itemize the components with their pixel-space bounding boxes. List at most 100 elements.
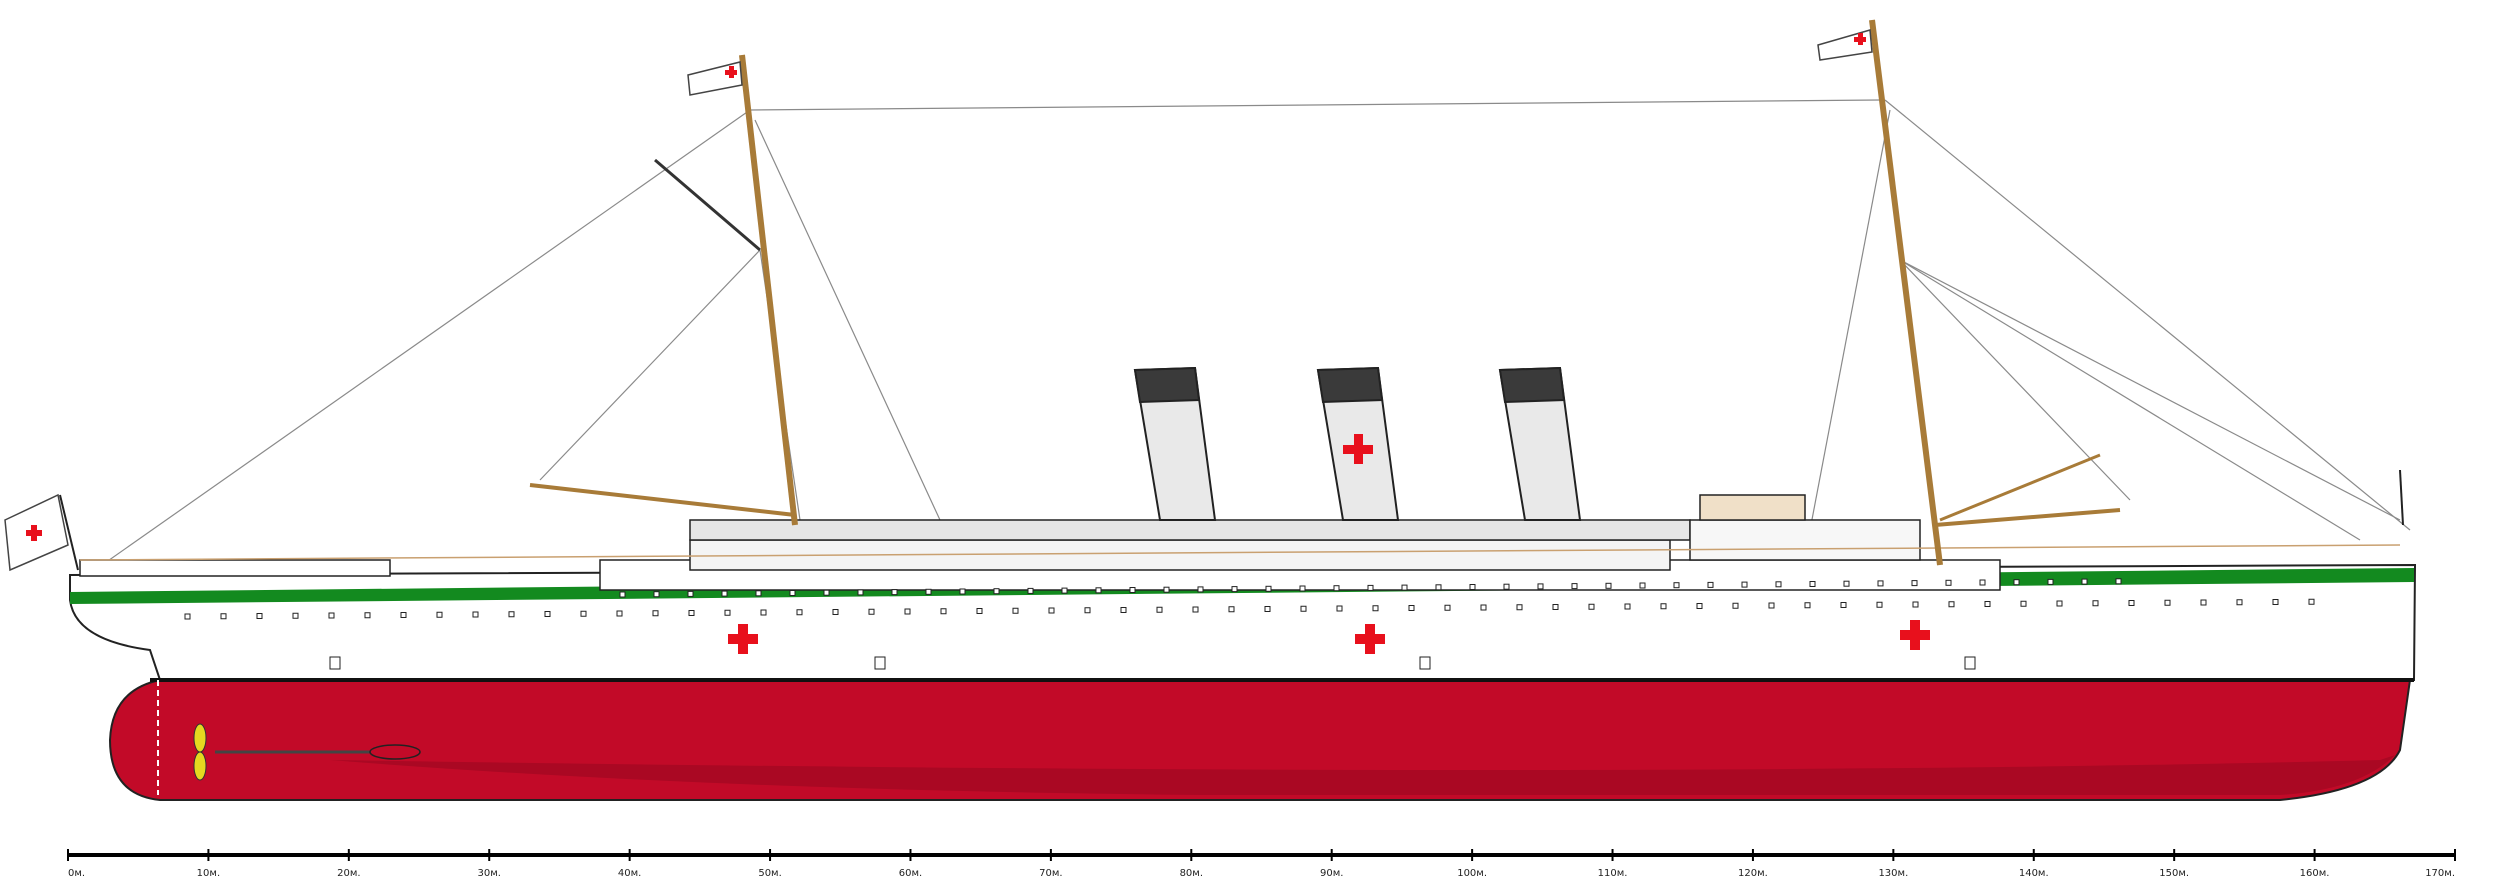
porthole <box>796 609 803 616</box>
red-crosses <box>728 434 1930 654</box>
porthole <box>1768 602 1775 609</box>
rigging-lines <box>94 99 2411 571</box>
hull-door <box>329 656 341 670</box>
porthole <box>1877 580 1884 587</box>
superstructure <box>79 494 2401 591</box>
scale-label: 90м. <box>1320 868 1343 879</box>
porthole <box>760 609 767 616</box>
porthole <box>1061 587 1068 594</box>
scale-label: 130м. <box>1878 868 1908 879</box>
porthole <box>328 612 335 619</box>
hull-door <box>874 656 886 670</box>
porthole <box>1129 587 1136 593</box>
porthole <box>1333 585 1340 592</box>
hull-lower-red <box>108 679 2412 801</box>
porthole <box>1804 602 1811 609</box>
porthole <box>2056 600 2063 607</box>
porthole <box>2308 598 2315 605</box>
stern-staff <box>59 494 79 571</box>
porthole <box>436 611 443 618</box>
porthole <box>891 589 898 596</box>
porthole <box>1984 601 1991 607</box>
fore-flag <box>687 61 743 96</box>
portholes <box>184 578 2315 670</box>
scale-ticks: 0м.10м.20м.30м.40м.50м.60м.70м.80м.90м.1… <box>67 849 2456 879</box>
scale-label: 30м. <box>478 868 501 879</box>
porthole <box>1265 585 1272 592</box>
porthole <box>1372 605 1379 612</box>
porthole <box>1707 581 1714 588</box>
porthole <box>1231 586 1238 593</box>
fore-boom <box>529 483 796 517</box>
funnel-3 <box>1498 366 1582 521</box>
main-boom <box>1934 508 2121 527</box>
stern-flag <box>4 493 69 572</box>
flags <box>4 29 1873 572</box>
porthole <box>1876 601 1883 608</box>
porthole <box>1480 604 1487 611</box>
porthole <box>1503 583 1510 590</box>
porthole <box>832 609 839 615</box>
porthole <box>619 591 626 598</box>
porthole <box>2200 599 2207 606</box>
porthole <box>1673 582 1680 589</box>
porthole <box>721 590 728 597</box>
porthole <box>1741 581 1748 588</box>
scale-label: 160м. <box>2300 868 2330 879</box>
propeller-icon <box>193 723 207 781</box>
scale-label: 120м. <box>1738 868 1768 879</box>
porthole <box>580 610 587 617</box>
hull-door <box>1964 656 1976 670</box>
stern-gear <box>157 680 421 795</box>
funnel-cross <box>1343 434 1373 464</box>
porthole <box>292 612 299 619</box>
porthole <box>1336 605 1343 612</box>
scale-label: 0м. <box>68 868 85 879</box>
porthole <box>1552 604 1559 610</box>
scale-label: 100м. <box>1457 868 1487 879</box>
porthole <box>755 590 762 597</box>
hull-cross-3 <box>1900 620 1930 650</box>
porthole <box>616 610 623 617</box>
scale-bar: 0м.10м.20м.30м.40м.50м.60м.70м.80м.90м.1… <box>67 849 2456 879</box>
porthole <box>1012 607 1019 614</box>
porthole <box>857 589 864 596</box>
porthole <box>1624 603 1631 610</box>
porthole <box>1911 580 1918 587</box>
porthole <box>1084 607 1091 614</box>
porthole <box>1299 585 1306 592</box>
scale-label: 60м. <box>899 868 922 879</box>
porthole <box>2236 599 2243 606</box>
porthole <box>904 608 911 615</box>
porthole <box>1197 586 1204 593</box>
porthole <box>653 591 660 598</box>
funnel-1 <box>1133 366 1217 521</box>
porthole <box>2013 579 2020 586</box>
porthole <box>1027 587 1034 594</box>
hull-red-shading <box>330 755 2395 795</box>
porthole <box>1435 584 1442 591</box>
porthole <box>2164 599 2171 606</box>
scale-label: 10м. <box>197 868 220 879</box>
main-gaff <box>1939 453 2101 522</box>
porthole <box>1516 604 1523 611</box>
porthole <box>1156 606 1163 613</box>
porthole <box>789 590 796 596</box>
porthole <box>1095 587 1102 594</box>
porthole <box>687 590 694 597</box>
porthole <box>688 610 695 616</box>
porthole <box>1945 579 1952 586</box>
scale-label: 170м. <box>2425 868 2455 879</box>
porthole <box>1660 603 1667 610</box>
porthole <box>1163 586 1170 593</box>
porthole <box>1228 606 1235 613</box>
porthole <box>1444 604 1451 611</box>
porthole <box>724 609 731 616</box>
porthole <box>1588 603 1595 610</box>
hull-cross-2 <box>1355 624 1385 654</box>
porthole <box>1809 581 1816 587</box>
porthole <box>364 612 371 619</box>
porthole <box>1571 583 1578 590</box>
main-mast <box>1869 19 1943 566</box>
